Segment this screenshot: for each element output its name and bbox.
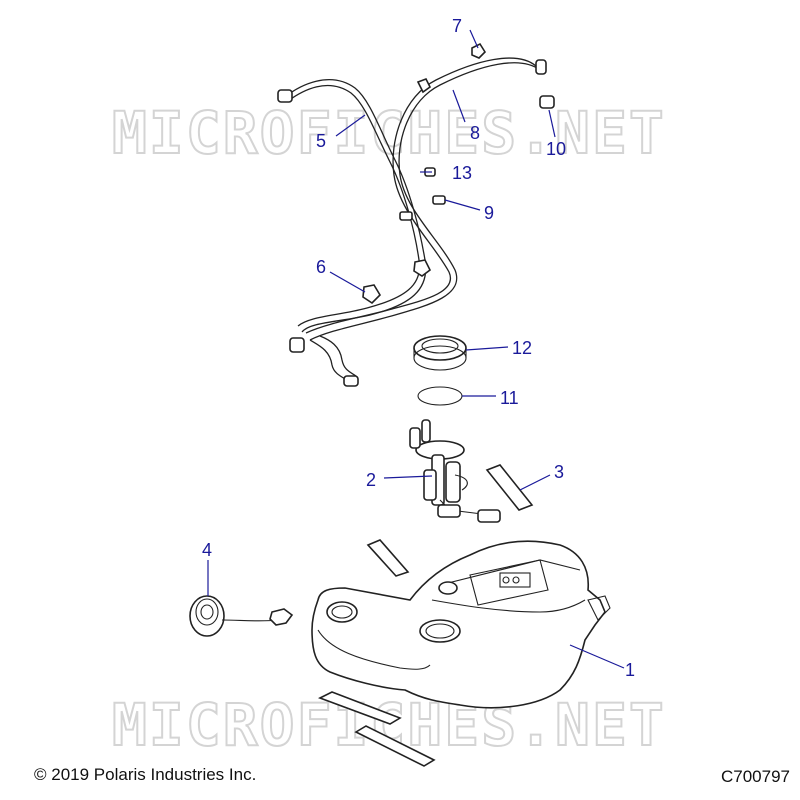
callout-7: 7	[452, 16, 462, 36]
copyright-text: © 2019 Polaris Industries Inc.	[34, 765, 256, 784]
callout-3: 3	[554, 462, 564, 482]
callout-9: 9	[484, 203, 494, 223]
tank-insulator-strip-top	[366, 539, 410, 577]
fuel-pump-lock-ring	[413, 335, 467, 371]
fuel-hose-assembly	[277, 42, 555, 387]
callout-10: 10	[546, 139, 566, 159]
callout-13: 13	[452, 163, 472, 183]
tank-insulator-strip-upper	[485, 464, 534, 511]
watermark-top: MICROFICHES.NET	[112, 99, 666, 167]
diagram-code: C700797	[721, 767, 790, 786]
callout-8: 8	[470, 123, 480, 143]
callout-11: 11	[500, 388, 519, 408]
callout-labels: 1 2 3 4 5 6 7 8 9 10 11 12 13	[202, 16, 635, 680]
callout-12: 12	[512, 338, 532, 358]
leader-lines	[207, 29, 625, 669]
fuel-cap	[189, 595, 294, 637]
fuel-tank	[311, 540, 611, 709]
tank-insulator-strip-bottom	[317, 691, 436, 767]
callout-2: 2	[366, 470, 376, 490]
callout-1: 1	[625, 660, 635, 680]
callout-6: 6	[316, 257, 326, 277]
fuel-pump-gasket	[417, 386, 463, 406]
fuel-pump-module	[409, 419, 501, 523]
callout-5: 5	[316, 131, 326, 151]
callout-4: 4	[202, 540, 212, 560]
